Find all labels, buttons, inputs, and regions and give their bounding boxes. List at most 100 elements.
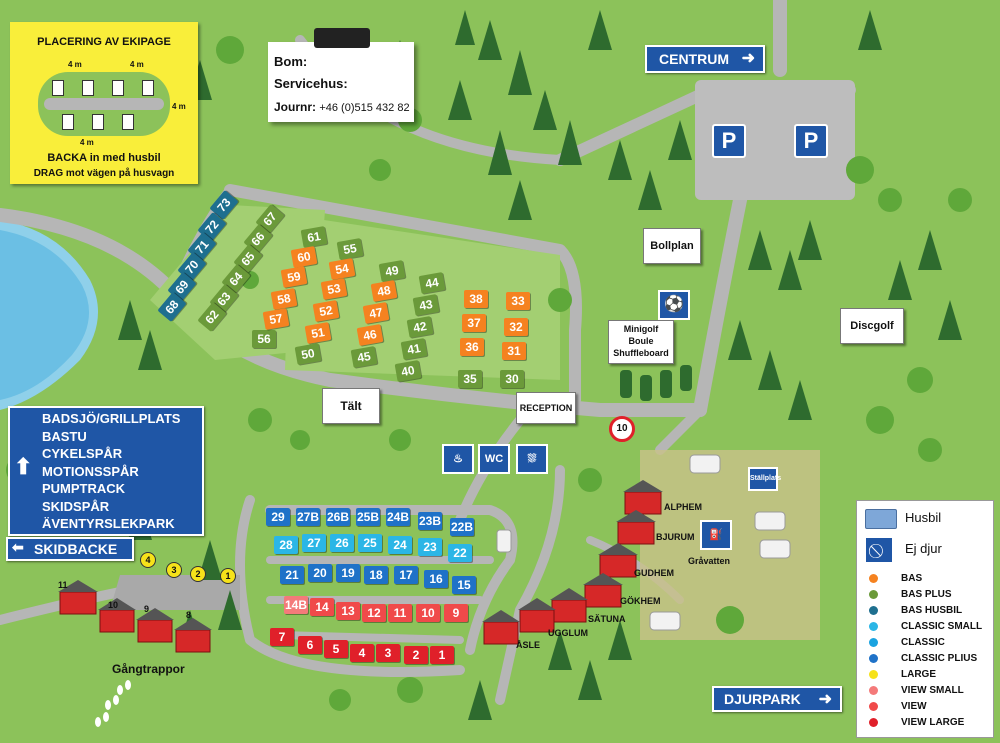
pitch-27[interactable]: 27 <box>302 534 326 552</box>
cabin-11[interactable]: 11 <box>58 580 68 590</box>
cabin-gokhem[interactable]: GÖKHEM <box>620 596 661 606</box>
pitch-4[interactable]: 4 <box>350 644 374 662</box>
legend-dot <box>869 590 878 599</box>
activity-item: BASTU <box>42 428 87 444</box>
pitch-6[interactable]: 6 <box>298 636 322 654</box>
pitch-27b[interactable]: 27B <box>296 508 320 526</box>
boule-label: Boule <box>628 336 654 346</box>
cabin-satuna[interactable]: SÄTUNA <box>588 614 626 624</box>
activity-item: BADSJÖ/GRILLPLATS <box>42 411 181 426</box>
pitch-18[interactable]: 18 <box>364 566 388 584</box>
legend-husbil-swatch <box>865 509 897 529</box>
centrum-sign-label: CENTRUM <box>659 51 729 67</box>
info-journr-label: Journr: <box>274 100 316 114</box>
pitch-23b[interactable]: 23B <box>418 512 442 530</box>
minigolf-board: Minigolf Boule Shuffleboard <box>608 320 674 364</box>
pitch-16[interactable]: 16 <box>424 570 448 588</box>
legend-label: CLASSIC <box>901 637 945 648</box>
pitch-38[interactable]: 38 <box>464 290 488 308</box>
info-bom: Bom: <box>274 54 308 69</box>
legend-dot <box>869 622 878 631</box>
pitch-22[interactable]: 22 <box>448 544 472 562</box>
pitch-14b[interactable]: 14B <box>284 596 308 614</box>
pitch-13[interactable]: 13 <box>336 602 360 620</box>
pitch-33[interactable]: 33 <box>506 292 530 310</box>
pitch-30[interactable]: 30 <box>500 370 524 388</box>
football-icon: ⚽ <box>658 290 690 320</box>
activities-sign[interactable]: ⬆ BADSJÖ/GRILLPLATS BASTU CYKELSPÅR MOTI… <box>8 406 204 536</box>
pitch-5[interactable]: 5 <box>324 640 348 658</box>
activity-item: PUMPTRACK <box>42 481 126 496</box>
legend-label: BAS PLUS <box>901 589 952 600</box>
pitch-37[interactable]: 37 <box>462 314 486 332</box>
large-pitch-4[interactable]: 4 <box>140 552 156 568</box>
legend-dot <box>869 702 878 711</box>
pitch-24b[interactable]: 24B <box>386 508 410 526</box>
djurpark-sign[interactable]: DJURPARK ➜ <box>712 686 842 712</box>
pitch-25[interactable]: 25 <box>358 534 382 552</box>
pitch-14[interactable]: 14 <box>310 598 334 616</box>
centrum-sign[interactable]: CENTRUM ➜ <box>645 45 765 73</box>
pitch-26b[interactable]: 26B <box>326 508 350 526</box>
pitch-32[interactable]: 32 <box>504 318 528 336</box>
info-journr-value: +46 (0)515 432 82 <box>319 102 410 114</box>
legend-dot <box>869 638 878 647</box>
pitch-22b[interactable]: 22B <box>450 518 474 536</box>
activity-item: SKIDSPÅR <box>42 498 110 514</box>
cabin-gudhem[interactable]: GUDHEM <box>634 568 674 578</box>
arrow-right-icon: ➜ <box>818 691 832 708</box>
pitch-12[interactable]: 12 <box>362 604 386 622</box>
no-animals-icon: ⃠ <box>865 537 893 563</box>
legend-dot <box>869 606 878 615</box>
large-pitch-3[interactable]: 3 <box>166 562 182 578</box>
pitch-36[interactable]: 36 <box>460 338 484 356</box>
pitch-11[interactable]: 11 <box>388 604 412 622</box>
pitch-17[interactable]: 17 <box>394 566 418 584</box>
legend-husbil-label: Husbil <box>905 510 942 525</box>
pitch-28[interactable]: 28 <box>274 536 298 554</box>
cabin-asle[interactable]: ÅSLE <box>516 640 541 650</box>
large-pitch-2[interactable]: 2 <box>190 566 206 582</box>
cabin-bjurum[interactable]: BJURUM <box>656 532 695 542</box>
pitch-29[interactable]: 29 <box>266 508 290 526</box>
placement-note-title: PLACERING AV EKIPAGE <box>37 36 171 48</box>
pitch-35[interactable]: 35 <box>458 370 482 388</box>
cabin-9[interactable]: 9 <box>144 604 150 614</box>
legend-label: VIEW <box>901 701 927 712</box>
legend-ej-djur-label: Ej djur <box>905 541 942 556</box>
pitch-2[interactable]: 2 <box>404 646 428 664</box>
pitch-26[interactable]: 26 <box>330 534 354 552</box>
diagram-vehicle <box>122 114 134 130</box>
pitch-31[interactable]: 31 <box>502 342 526 360</box>
pitch-19[interactable]: 19 <box>336 564 360 582</box>
large-pitch-1[interactable]: 1 <box>220 568 236 584</box>
diagram-vehicle <box>112 80 124 96</box>
pitch-1[interactable]: 1 <box>430 646 454 664</box>
pitch-9[interactable]: 9 <box>444 604 468 622</box>
pitch-24[interactable]: 24 <box>388 536 412 554</box>
activities-list: BADSJÖ/GRILLPLATS BASTU CYKELSPÅR MOTION… <box>42 410 180 533</box>
skidbacke-sign[interactable]: ⬅ SKIDBACKE <box>6 537 134 561</box>
distance-label: 4 m <box>172 102 186 111</box>
cabin-ugglum[interactable]: UGGLUM <box>548 628 588 638</box>
arrow-up-icon: ⬆ <box>14 454 33 479</box>
cabin-8[interactable]: 8 <box>186 610 192 620</box>
pitch-56[interactable]: 56 <box>252 330 276 348</box>
arrow-left-icon: ⬅ <box>12 539 24 555</box>
distance-label: 4 m <box>68 60 82 69</box>
pitch-3[interactable]: 3 <box>376 644 400 662</box>
note-line-2: DRAG mot vägen på husvagn <box>33 168 175 179</box>
pitch-20[interactable]: 20 <box>308 564 332 582</box>
pitch-10[interactable]: 10 <box>416 604 440 622</box>
cabin-10[interactable]: 10 <box>108 600 119 610</box>
pitch-7[interactable]: 7 <box>270 628 294 646</box>
diagram-road <box>44 98 164 110</box>
pitch-15[interactable]: 15 <box>452 576 476 594</box>
pitch-23[interactable]: 23 <box>418 538 442 556</box>
note-line-1: BACKA in med husbil <box>47 152 161 164</box>
cabin-alphem[interactable]: ALPHEM <box>664 502 702 512</box>
pitch-25b[interactable]: 25B <box>356 508 380 526</box>
stallplats-icon: Ställplats <box>748 467 781 491</box>
pitch-21[interactable]: 21 <box>280 566 304 584</box>
